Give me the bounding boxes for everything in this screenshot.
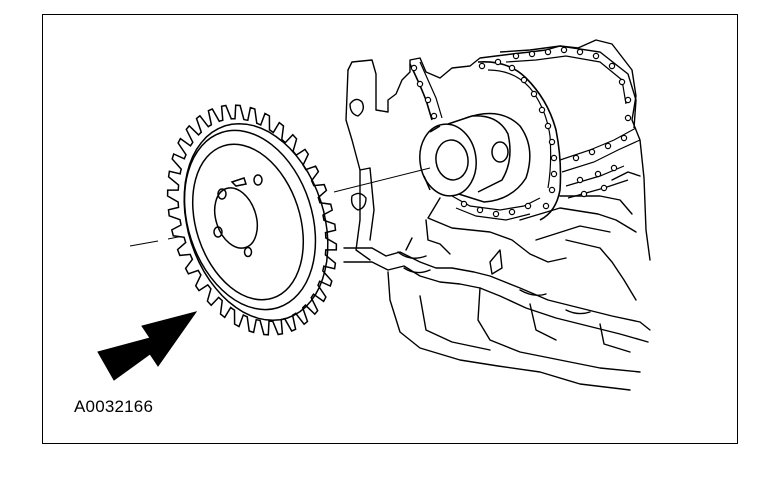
crankshaft-hub [419, 112, 531, 203]
timing-chain [409, 45, 641, 221]
sprocket-wheel [166, 104, 338, 336]
pointer-arrow [97, 311, 198, 381]
sprocket-teeth-inner [183, 122, 329, 322]
figure-id-label: A0032166 [74, 397, 154, 416]
engine-block [343, 39, 651, 391]
figure-frame [42, 14, 738, 444]
